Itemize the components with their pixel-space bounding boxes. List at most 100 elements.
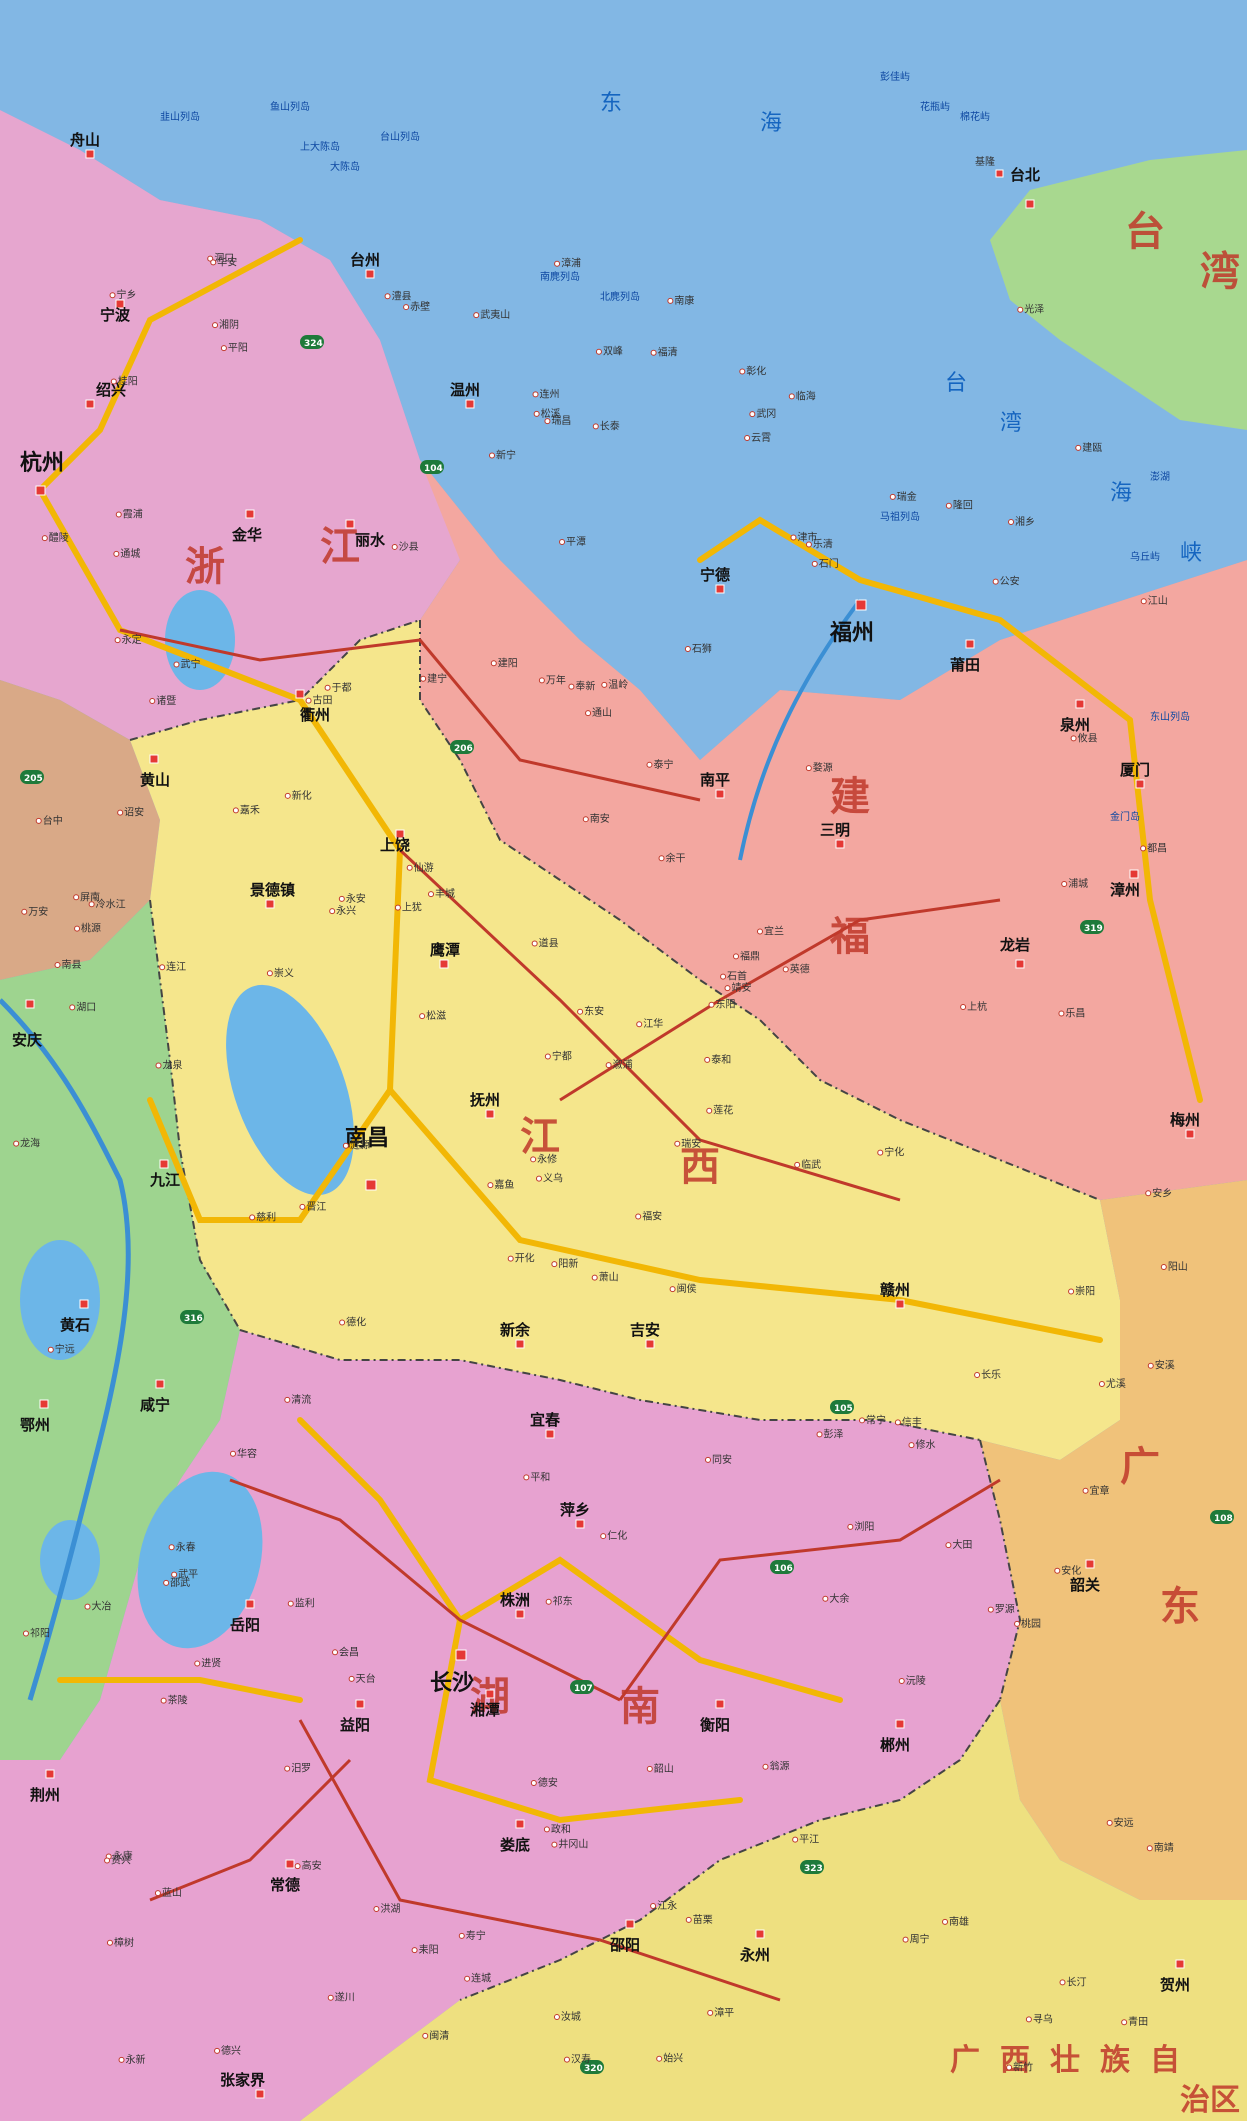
city-nanping[interactable]: 南平 [700, 771, 730, 799]
city-jingdezhen[interactable]: 景德镇 [250, 881, 295, 909]
city-loudi[interactable]: 娄底 [500, 1819, 530, 1854]
town-label: 茶陵 [168, 1694, 188, 1707]
city-ningde[interactable]: 宁德 [700, 566, 730, 594]
city-quzhou[interactable]: 衢州 [295, 689, 330, 724]
city-zhangzhou[interactable]: 漳州 [1110, 869, 1140, 899]
town-label: 长乐 [981, 1369, 1001, 1381]
island-label: 上大陈岛 [300, 140, 340, 153]
town-marker [650, 349, 657, 356]
city-ezhou[interactable]: 鄂州 [20, 1399, 50, 1434]
town-marker [898, 1678, 905, 1685]
city-jingzhou[interactable]: 荆州 [30, 1769, 60, 1804]
town-label: 松滋 [426, 1009, 446, 1022]
city-xianning[interactable]: 咸宁 [140, 1379, 170, 1414]
town-label: 闽侯 [677, 1282, 697, 1295]
svg-text:荆州: 荆州 [30, 1786, 60, 1804]
city-xinyu[interactable]: 新余 [500, 1321, 531, 1349]
town-marker [756, 928, 763, 935]
city-longyan[interactable]: 龙岩 [999, 936, 1030, 969]
region-jiangxi [130, 620, 1120, 1460]
town-label: 南雄 [949, 1915, 969, 1928]
city-lishui[interactable]: 丽水 [345, 519, 386, 549]
city-xiangtan[interactable]: 湘潭 [470, 1689, 500, 1719]
city-yongzhou[interactable]: 永州 [739, 1929, 770, 1964]
town-label: 宜章 [1090, 1484, 1110, 1497]
city-ningbo[interactable]: 宁波 [100, 299, 131, 324]
town-marker [535, 1175, 542, 1182]
city-yiyang[interactable]: 益阳 [340, 1699, 370, 1734]
svg-text:郴州: 郴州 [880, 1736, 910, 1754]
city-pingxiang[interactable]: 萍乡 [560, 1501, 590, 1529]
town-label: 永兴 [336, 904, 356, 917]
city-fuzhou-jx[interactable]: 抚州 [470, 1091, 500, 1119]
city-chenzhou[interactable]: 郴州 [880, 1719, 910, 1754]
town-marker [792, 1836, 799, 1843]
svg-text:景德镇: 景德镇 [250, 881, 295, 899]
city-zhangjiajie[interactable]: 张家界 [220, 2071, 265, 2099]
city-huangshan[interactable]: 黄山 [140, 754, 170, 789]
city-hengyang[interactable]: 衡阳 [700, 1699, 730, 1734]
town-marker [47, 1346, 54, 1353]
city-putian[interactable]: 莆田 [950, 639, 980, 674]
city-wenzhou[interactable]: 温州 [450, 381, 480, 409]
region-taiwan [990, 150, 1247, 430]
city-shaoxing[interactable]: 绍兴 [85, 381, 126, 409]
city-changde[interactable]: 常德 [270, 1859, 300, 1894]
town-label: 龙泉 [163, 1058, 183, 1071]
city-yichun[interactable]: 宜春 [530, 1411, 560, 1439]
town-marker [1140, 845, 1147, 852]
province-label-guangxi-6: 治 [1180, 2083, 1210, 2118]
town-marker [109, 292, 116, 299]
svg-text:赣州: 赣州 [880, 1281, 910, 1299]
town-label: 天台 [356, 1672, 376, 1685]
town-marker [706, 1107, 713, 1114]
city-ganzhou[interactable]: 赣州 [880, 1281, 910, 1309]
city-meizhou[interactable]: 梅州 [1170, 1111, 1200, 1139]
city-nanchang[interactable]: 南昌 [345, 1126, 389, 1191]
town-marker [406, 864, 413, 871]
town-label: 洞口 [214, 253, 234, 265]
city-yueyang[interactable]: 岳阳 [230, 1599, 260, 1634]
city-shaoguan[interactable]: 韶关 [1070, 1559, 1100, 1594]
svg-text:新余: 新余 [500, 1321, 531, 1339]
town-label: 乐清 [813, 538, 833, 551]
svg-text:娄底: 娄底 [500, 1836, 530, 1854]
town-marker [220, 345, 227, 352]
city-jilong[interactable]: 基隆 [975, 155, 1004, 178]
city-hezhou[interactable]: 贺州 [1159, 1959, 1190, 1994]
svg-text:104: 104 [424, 464, 443, 474]
town-label: 萧山 [599, 1272, 619, 1284]
city-shangrao[interactable]: 上饶 [380, 829, 410, 854]
city-huangshi[interactable]: 黄石 [60, 1299, 90, 1334]
town-marker [656, 2055, 663, 2062]
city-fuzhou-fj[interactable]: 福州 [829, 599, 874, 646]
city-jinhua[interactable]: 金华 [231, 509, 262, 544]
city-anqing[interactable]: 安庆 [12, 999, 42, 1049]
town-label: 溆浦 [613, 1058, 633, 1071]
city-shaoyang[interactable]: 邵阳 [609, 1919, 640, 1954]
city-jiujiang[interactable]: 九江 [149, 1159, 180, 1189]
town-label: 霞浦 [123, 508, 143, 521]
city-xiamen[interactable]: 厦门 [1120, 761, 1150, 789]
svg-text:萍乡: 萍乡 [560, 1501, 590, 1519]
city-taibei[interactable]: 台北 [1010, 166, 1040, 209]
city-changsha[interactable]: 长沙 [430, 1649, 474, 1696]
city-yingtan[interactable]: 鹰潭 [430, 941, 460, 969]
city-zhuzhou[interactable]: 株洲 [500, 1591, 530, 1619]
town-label: 南县 [62, 958, 82, 971]
province-label-jiangxi: 江 [520, 1114, 560, 1160]
town-label: 嘉禾 [240, 803, 260, 816]
town-label: 冷水江 [96, 897, 126, 910]
town-label: 闽清 [429, 2029, 449, 2042]
city-sanming[interactable]: 三明 [820, 821, 850, 849]
town-marker [160, 1697, 167, 1704]
city-jian[interactable]: 吉安 [630, 1321, 660, 1349]
city-taizhou-zj[interactable]: 台州 [350, 251, 380, 279]
city-quanzhou[interactable]: 泉州 [1059, 699, 1090, 734]
town-label: 江华 [643, 1017, 663, 1030]
city-hangzhou[interactable]: 杭州 [20, 450, 64, 496]
town-marker [877, 1149, 884, 1156]
sea-labels: 东 海 台 湾 海 峡 [600, 91, 1202, 566]
town-marker [403, 304, 410, 311]
city-zhoushan[interactable]: 舟山 [70, 131, 100, 159]
